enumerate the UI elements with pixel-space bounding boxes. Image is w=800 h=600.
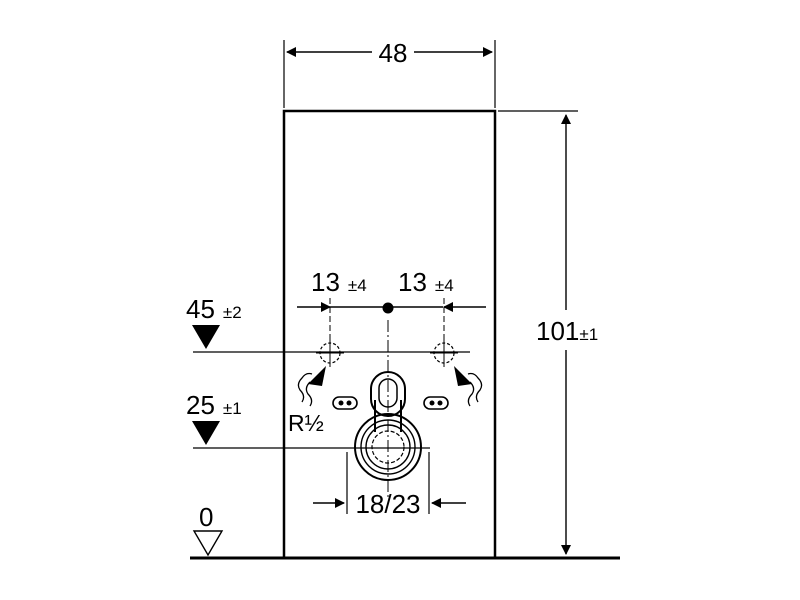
level-zero: 0 bbox=[192, 502, 224, 557]
center-point bbox=[382, 302, 394, 314]
width-label: 48 bbox=[379, 38, 408, 68]
water-connection-left bbox=[316, 339, 344, 367]
flow-arrow-left-icon bbox=[297, 366, 326, 407]
height-value: 101 bbox=[536, 316, 579, 346]
right-offset-label: 13±4 bbox=[398, 267, 454, 297]
level-lower: 25±1 bbox=[186, 390, 430, 449]
level-upper: 45±2 bbox=[186, 294, 470, 353]
left-offset-label: 13±4 bbox=[311, 267, 367, 297]
drain-dimension: 18/23 bbox=[313, 452, 466, 519]
level-zero-label: 0 bbox=[199, 502, 213, 532]
fixing-slot-left bbox=[332, 396, 358, 410]
water-connection-right bbox=[430, 339, 458, 367]
offset-dimensions: 13±4 13±4 bbox=[297, 267, 486, 355]
height-tolerance: ±1 bbox=[579, 325, 598, 344]
pipe-thread-label: R½ bbox=[288, 410, 324, 436]
module-frame bbox=[282, 109, 497, 560]
level-zero-marker bbox=[192, 530, 224, 557]
level-lower-label: 25±1 bbox=[186, 390, 242, 420]
level-upper-label: 45±2 bbox=[186, 294, 242, 324]
fixing-slot-right bbox=[423, 396, 449, 410]
width-dimension: 48 bbox=[283, 38, 496, 108]
drain-connection bbox=[354, 413, 422, 481]
drain-label: 18/23 bbox=[355, 489, 420, 519]
flow-arrow-right-icon bbox=[454, 366, 483, 407]
height-label: 101±1 bbox=[536, 316, 598, 346]
level-upper-marker bbox=[192, 325, 220, 349]
level-lower-marker bbox=[192, 421, 220, 445]
height-dimension: 101±1 bbox=[498, 110, 598, 555]
